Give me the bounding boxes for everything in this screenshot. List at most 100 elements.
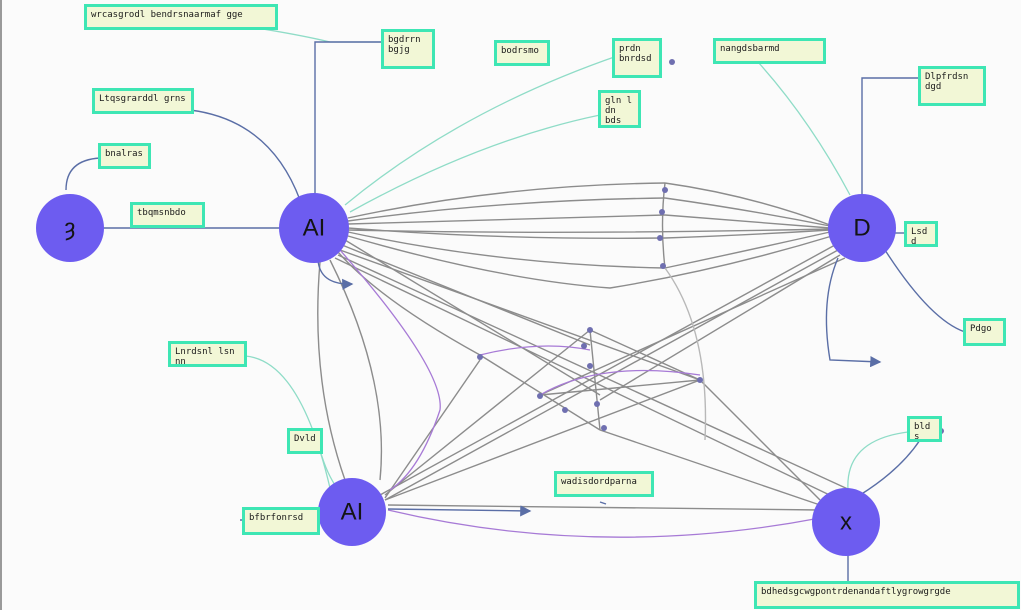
junction-dot	[587, 327, 593, 333]
edge	[384, 329, 591, 496]
label-box[interactable]: Dvld	[287, 428, 323, 454]
edge	[387, 509, 821, 538]
edge	[539, 257, 846, 396]
label-box[interactable]: gln ldn bds	[598, 90, 641, 128]
edge	[539, 379, 701, 396]
window-left-edge	[0, 0, 2, 610]
edge	[599, 501, 607, 505]
junction-dot	[581, 343, 587, 349]
label-box[interactable]: wadisdordparna	[554, 471, 654, 497]
edge	[387, 504, 821, 511]
junction-dot	[669, 59, 675, 65]
junction-dot	[477, 354, 483, 360]
node-n-ai-top[interactable]	[279, 193, 349, 263]
label-box[interactable]: bfbrfonrsd	[242, 507, 320, 535]
edge	[589, 329, 701, 381]
edge	[65, 157, 101, 191]
junction-dot	[659, 209, 665, 215]
edge	[317, 259, 354, 290]
edge	[329, 259, 383, 481]
edge	[479, 354, 601, 431]
edge	[539, 369, 701, 396]
edge	[379, 244, 836, 496]
edge	[347, 231, 666, 269]
junction-dot	[601, 425, 607, 431]
edge	[384, 379, 701, 501]
edge	[314, 41, 385, 195]
node-label: ȝ	[65, 215, 75, 242]
edge	[384, 249, 839, 501]
junction-dot	[660, 263, 666, 269]
junction-dot	[657, 235, 663, 241]
junction-dot	[697, 377, 703, 383]
node-label: x	[840, 509, 852, 536]
edge	[664, 231, 831, 269]
edge	[387, 505, 532, 517]
junction-dot	[537, 393, 543, 399]
edge	[347, 228, 831, 233]
edge	[661, 182, 666, 269]
edge-group-light	[664, 267, 707, 441]
node-label: AI	[303, 215, 326, 242]
edge	[589, 329, 601, 431]
edge-group-teal	[179, 16, 909, 491]
edge	[664, 214, 831, 229]
edge	[347, 214, 666, 225]
junction-dot	[594, 401, 600, 407]
edge	[664, 229, 831, 239]
node-label: AI	[341, 499, 364, 526]
edge	[825, 257, 882, 368]
label-box[interactable]: Dlpfrdsn dgd	[918, 66, 986, 106]
label-box[interactable]: tbqmsnbdo	[130, 202, 205, 228]
edge	[664, 197, 831, 227]
edge	[334, 257, 841, 501]
label-box[interactable]: Pdgo	[963, 318, 1006, 346]
label-box[interactable]: bodrsmo	[494, 40, 550, 66]
label-box[interactable]: bnalras	[98, 143, 151, 169]
edge	[347, 197, 666, 222]
node-n-ai-bottom[interactable]	[318, 478, 386, 546]
edge	[347, 182, 666, 219]
label-box[interactable]: wrcasgrodl bendrsnaarmaf gge	[84, 4, 278, 30]
edge	[337, 251, 481, 356]
edge	[599, 429, 821, 506]
node-n-x[interactable]	[812, 488, 880, 556]
edge	[757, 61, 851, 196]
edge	[339, 249, 701, 381]
label-box[interactable]: nangdsbarmd	[713, 38, 826, 64]
edge	[599, 254, 841, 401]
edge	[347, 235, 833, 289]
label-box[interactable]: prdn bnrdsd	[612, 38, 662, 78]
edge	[479, 345, 591, 356]
junction-dot	[662, 187, 668, 193]
junction-dot	[562, 407, 568, 413]
edge	[244, 355, 331, 489]
node-n-left[interactable]	[36, 194, 104, 262]
edge	[344, 54, 621, 206]
edge	[349, 114, 601, 213]
label-box[interactable]: Lsdd	[904, 221, 938, 247]
edge	[189, 109, 301, 201]
label-box[interactable]: bdhedsgcwgpontrdenandaftlygrowgrgde	[754, 581, 1020, 609]
edge	[317, 261, 346, 481]
edge	[861, 77, 920, 195]
junction-dots	[477, 59, 944, 434]
edge	[699, 379, 821, 501]
edge	[884, 249, 966, 333]
edge	[664, 267, 707, 441]
label-box[interactable]: blds	[907, 416, 942, 442]
node-n-d[interactable]	[828, 194, 896, 262]
edge-group-purple	[339, 249, 821, 538]
label-box[interactable]: bgdrrn bgjg	[381, 29, 435, 69]
edge	[847, 431, 909, 491]
edge	[664, 182, 831, 226]
label-box[interactable]: Lnrdsnl lsnnn	[168, 341, 247, 367]
junction-dot	[587, 363, 593, 369]
node-label: D	[853, 215, 870, 242]
label-box[interactable]: Ltqsgrarddl grns	[92, 88, 194, 114]
edge	[347, 227, 666, 239]
edge	[859, 439, 921, 496]
edge-group-gray	[317, 182, 851, 511]
